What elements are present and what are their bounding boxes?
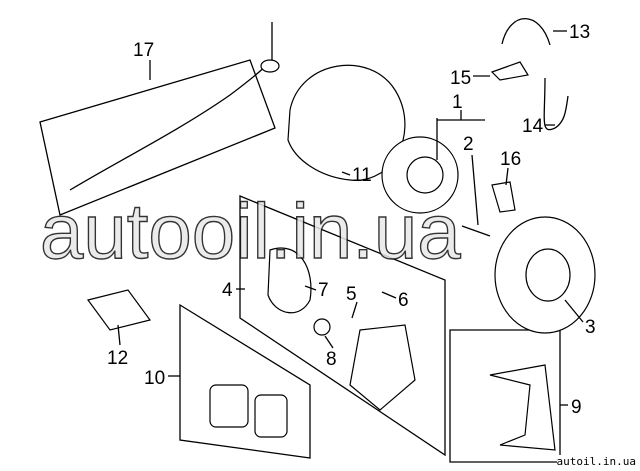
caliper-carrier <box>489 364 556 451</box>
abs-sensor-cable <box>69 61 271 191</box>
caliper <box>349 324 416 411</box>
callout-2: 2 <box>463 134 474 155</box>
callout-12: 12 <box>107 348 128 369</box>
brake-pad-1 <box>209 384 249 428</box>
callout-6: 6 <box>398 290 409 311</box>
group-box-4 <box>239 195 446 457</box>
hub-bolt <box>461 225 491 237</box>
callout-13: 13 <box>569 22 590 43</box>
callout-17: 17 <box>133 40 154 61</box>
callout-10: 10 <box>144 368 165 389</box>
callout-4: 4 <box>222 280 233 301</box>
watermark-text: autooil.in.ua <box>40 187 461 275</box>
group-box-10 <box>179 303 311 459</box>
caliper-piston-housing <box>267 247 312 314</box>
callout-14: 14 <box>522 116 544 137</box>
leader-16 <box>505 167 509 186</box>
footer-site-text: autoil.in.ua <box>556 455 636 468</box>
mount-bracket-12 <box>86 289 152 331</box>
abs-sensor-head <box>260 59 280 73</box>
callout-1: 1 <box>452 92 463 113</box>
brake-hose-13 <box>501 18 551 46</box>
leader-11 <box>341 171 351 176</box>
hub-center <box>406 156 444 194</box>
callout-9: 9 <box>571 397 582 418</box>
leader-12 <box>117 324 121 346</box>
callout-8: 8 <box>326 349 337 370</box>
leader-1 <box>436 110 485 160</box>
disc-hat <box>525 248 571 302</box>
leader-2 <box>471 154 479 226</box>
brake-pad-2 <box>254 394 288 438</box>
leader-3 <box>564 299 584 323</box>
callout-5: 5 <box>346 284 357 305</box>
callout-3: 3 <box>585 317 596 338</box>
group-box-17 <box>39 59 276 216</box>
sensor-bracket <box>491 181 516 213</box>
callout-7: 7 <box>318 280 329 301</box>
leader-7 <box>304 285 317 291</box>
callout-16: 16 <box>500 149 521 170</box>
callout-11: 11 <box>352 165 372 186</box>
clip-15 <box>490 61 529 81</box>
callout-15: 15 <box>450 68 471 89</box>
leader-6 <box>381 291 397 299</box>
leader-8 <box>324 335 334 349</box>
leader-5 <box>351 301 358 319</box>
brake-hose-14 <box>543 77 569 131</box>
seal-ring <box>313 318 331 336</box>
